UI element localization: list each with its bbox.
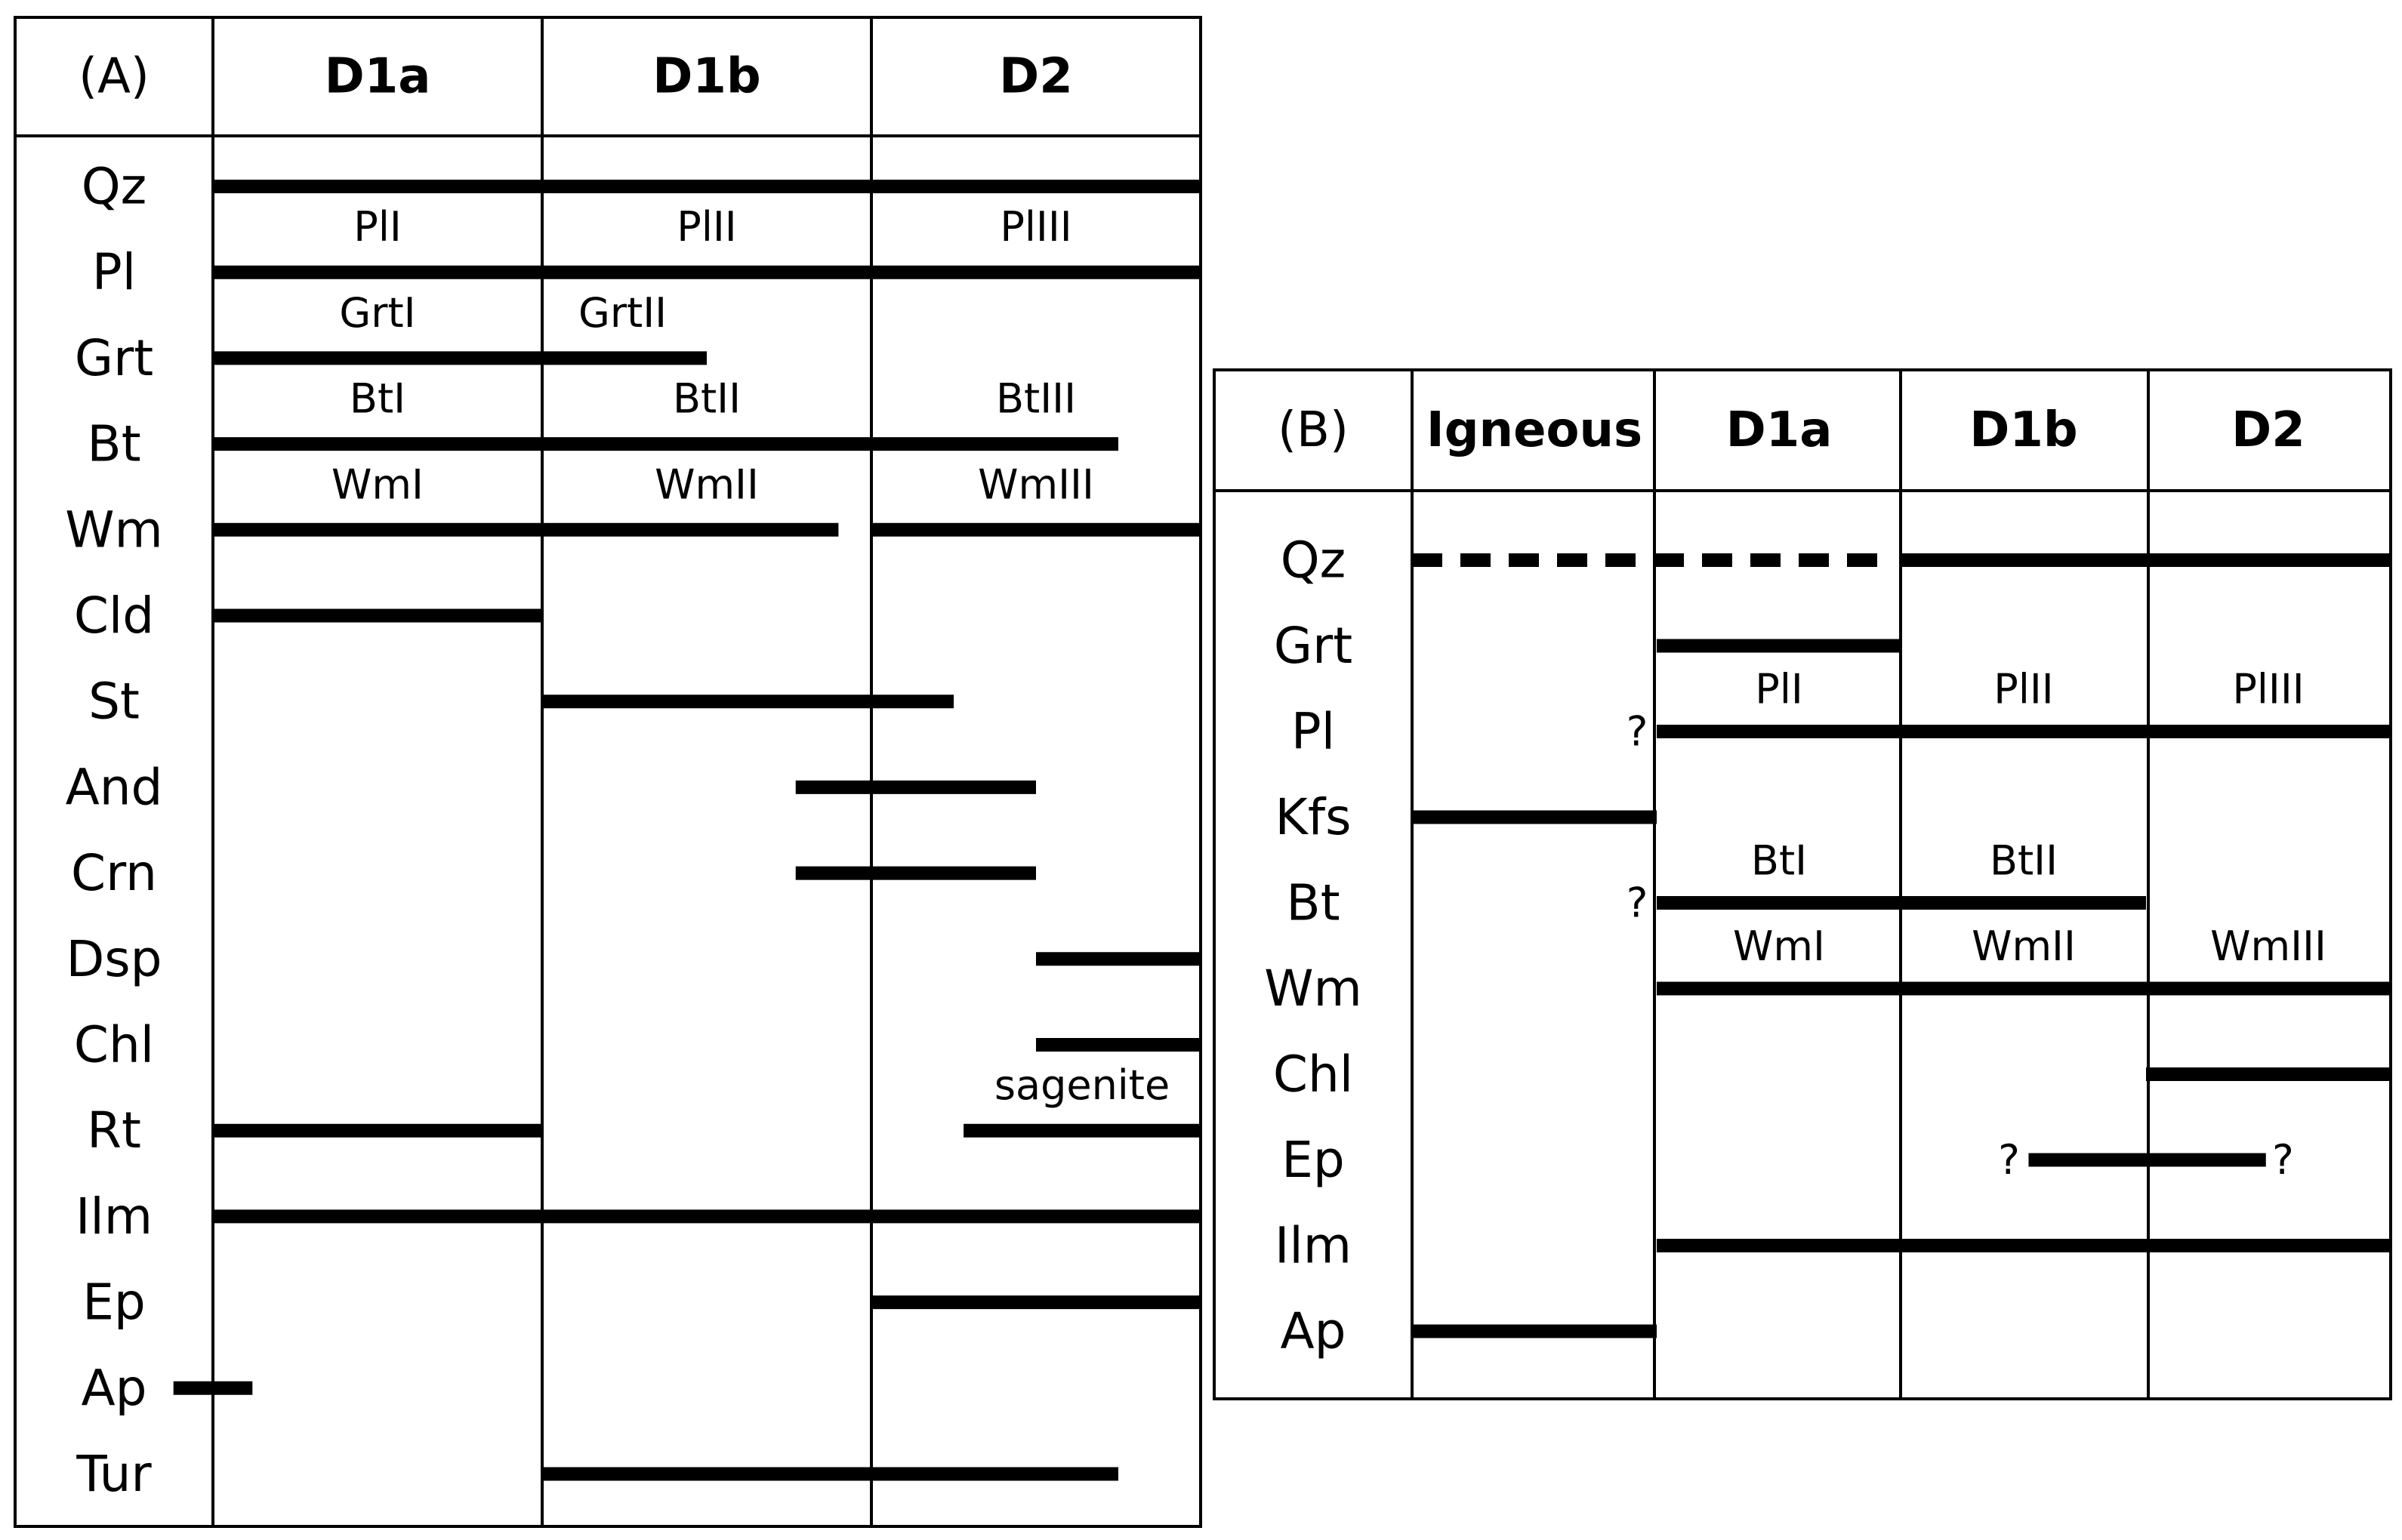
phase-label-wmi: WmI <box>1733 922 1825 970</box>
panel_a-label: (A) <box>79 49 150 105</box>
mineral-label-ap: Ap <box>81 1359 146 1417</box>
panel-b-table: (B) Igneous D1a D1b D2QzGrtPlKfsBtWmChlEpIlm… <box>1213 368 2392 1400</box>
phase-label-btiii: BtIII <box>996 375 1076 423</box>
mineral-label-chl: Chl <box>74 1016 154 1074</box>
mineral-label-qz: Qz <box>1281 531 1346 590</box>
phase-label-grtii: GrtII <box>578 289 667 337</box>
mineral-label-kfs: Kfs <box>1275 788 1352 846</box>
phase-label-bti: BtI <box>1751 837 1807 885</box>
uncertainty-mark: ? <box>1627 708 1648 756</box>
mineral-label-and: And <box>66 758 163 816</box>
mineral-label-grt: Grt <box>75 329 153 387</box>
mineral-label-bt: Bt <box>1286 874 1340 932</box>
phase-label-btii: BtII <box>1990 837 2058 885</box>
uncertainty-mark: ? <box>1627 879 1648 927</box>
panel-a-table: (A) D1a D1b D2QzPlGrtBtWmCldStAndCrnDspChlR… <box>14 16 1202 1528</box>
phase-label-sagenite: sagenite <box>994 1061 1170 1109</box>
mineral-label-pl: Pl <box>1291 703 1335 761</box>
mineral-label-crn: Crn <box>71 844 157 902</box>
phase-label-btii: BtII <box>673 375 741 423</box>
stage-header-d1a: D1a <box>325 49 431 105</box>
stage-header-igneous: Igneous <box>1426 402 1642 458</box>
stage-header-d1b: D1b <box>1969 402 2077 458</box>
stage-header-d1a: D1a <box>1726 402 1833 458</box>
mineral-label-tur: Tur <box>76 1445 152 1503</box>
mineral-label-st: St <box>88 673 140 731</box>
mineral-label-chl: Chl <box>1273 1046 1353 1104</box>
phase-label-plii: PlII <box>1993 666 2053 713</box>
phase-label-wmiii: WmIII <box>978 460 1094 508</box>
mineral-label-cld: Cld <box>74 587 154 645</box>
phase-label-pliii: PlIII <box>1000 203 1071 251</box>
stage-header-d1b: D1b <box>652 49 760 105</box>
mineral-label-ap: Ap <box>1280 1302 1346 1360</box>
mineral-label-rt: Rt <box>87 1101 141 1160</box>
mineral-label-ilm: Ilm <box>1275 1217 1352 1275</box>
phase-label-pli: PlI <box>353 203 402 251</box>
uncertainty-mark: ? <box>1998 1136 2020 1184</box>
mineral-label-ep: Ep <box>1281 1131 1345 1189</box>
mineral-label-qz: Qz <box>82 158 147 216</box>
phase-label-bti: BtI <box>350 375 405 423</box>
mineral-label-dsp: Dsp <box>66 930 162 988</box>
mineral-label-wm: Wm <box>1264 959 1362 1018</box>
uncertainty-mark: ? <box>2272 1136 2294 1184</box>
panel_b-label: (B) <box>1278 402 1349 458</box>
phase-label-wmii: WmII <box>1972 922 2076 970</box>
mineral-label-ilm: Ilm <box>76 1187 153 1246</box>
mineral-label-pl: Pl <box>92 243 136 301</box>
phase-label-plii: PlII <box>677 203 736 251</box>
phase-label-grti: GrtI <box>339 289 415 337</box>
phase-label-wmi: WmI <box>331 460 424 508</box>
phase-label-pliii: PlIII <box>2232 666 2304 713</box>
stage-header-d2: D2 <box>999 49 1073 105</box>
phase-label-wmii: WmII <box>655 460 759 508</box>
mineral-label-ep: Ep <box>82 1274 146 1332</box>
mineral-label-wm: Wm <box>65 500 163 559</box>
mineral-label-bt: Bt <box>87 415 140 473</box>
phase-label-wmiii: WmIII <box>2210 922 2326 970</box>
mineral-label-grt: Grt <box>1274 617 1352 675</box>
phase-label-pli: PlI <box>1755 666 1803 713</box>
stage-header-d2: D2 <box>2231 402 2305 458</box>
